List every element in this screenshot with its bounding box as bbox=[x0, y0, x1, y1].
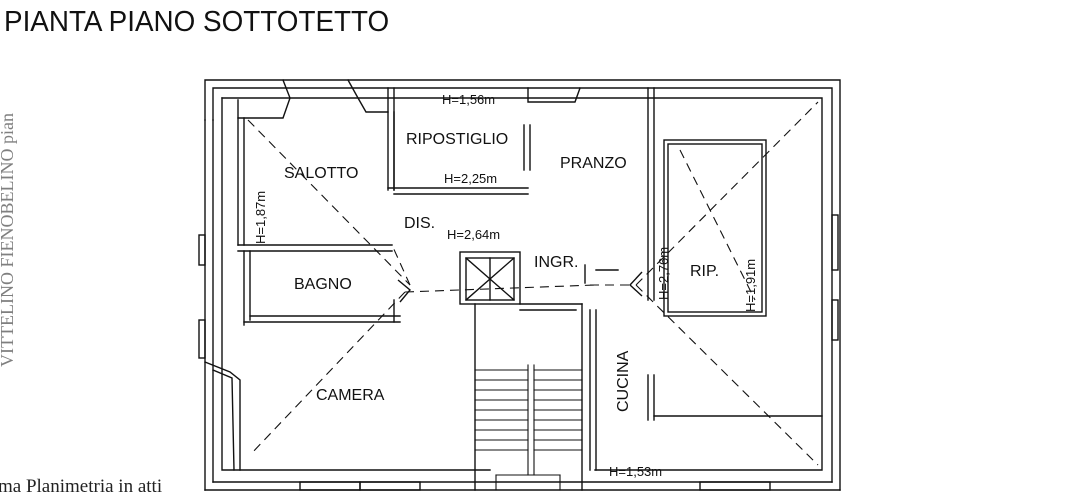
height-label-dis: H=2,64m bbox=[447, 227, 500, 242]
room-label-ripostiglio: RIPOSTIGLIO bbox=[406, 131, 508, 148]
room-label-dis: DIS. bbox=[404, 215, 435, 232]
room-label-bagno: BAGNO bbox=[294, 276, 352, 293]
height-label-ripostiglio-bottom: H=2,25m bbox=[444, 171, 497, 186]
room-label-cucina: CUCINA bbox=[615, 350, 632, 412]
room-label-salotto: SALOTTO bbox=[284, 165, 358, 182]
height-label-rip-left: H=2,76m bbox=[656, 247, 671, 300]
footer-caption: ma Planimetria in atti bbox=[0, 476, 163, 497]
height-label-ripostiglio-top: H=1,56m bbox=[442, 92, 495, 107]
height-label-rip-right: H=1,91m bbox=[743, 259, 758, 312]
page-title: PIANTA PIANO SOTTOTETTO bbox=[4, 6, 390, 38]
room-label-rip: RIP. bbox=[690, 263, 719, 280]
room-label-ingr: INGR. bbox=[534, 254, 578, 271]
height-label-cucina: H=1,53m bbox=[609, 464, 662, 479]
room-label-camera: CAMERA bbox=[316, 387, 385, 404]
room-label-pranzo: PRANZO bbox=[560, 155, 627, 172]
height-label-salotto: H=1,87m bbox=[253, 191, 268, 244]
outer-walls bbox=[198, 79, 841, 491]
